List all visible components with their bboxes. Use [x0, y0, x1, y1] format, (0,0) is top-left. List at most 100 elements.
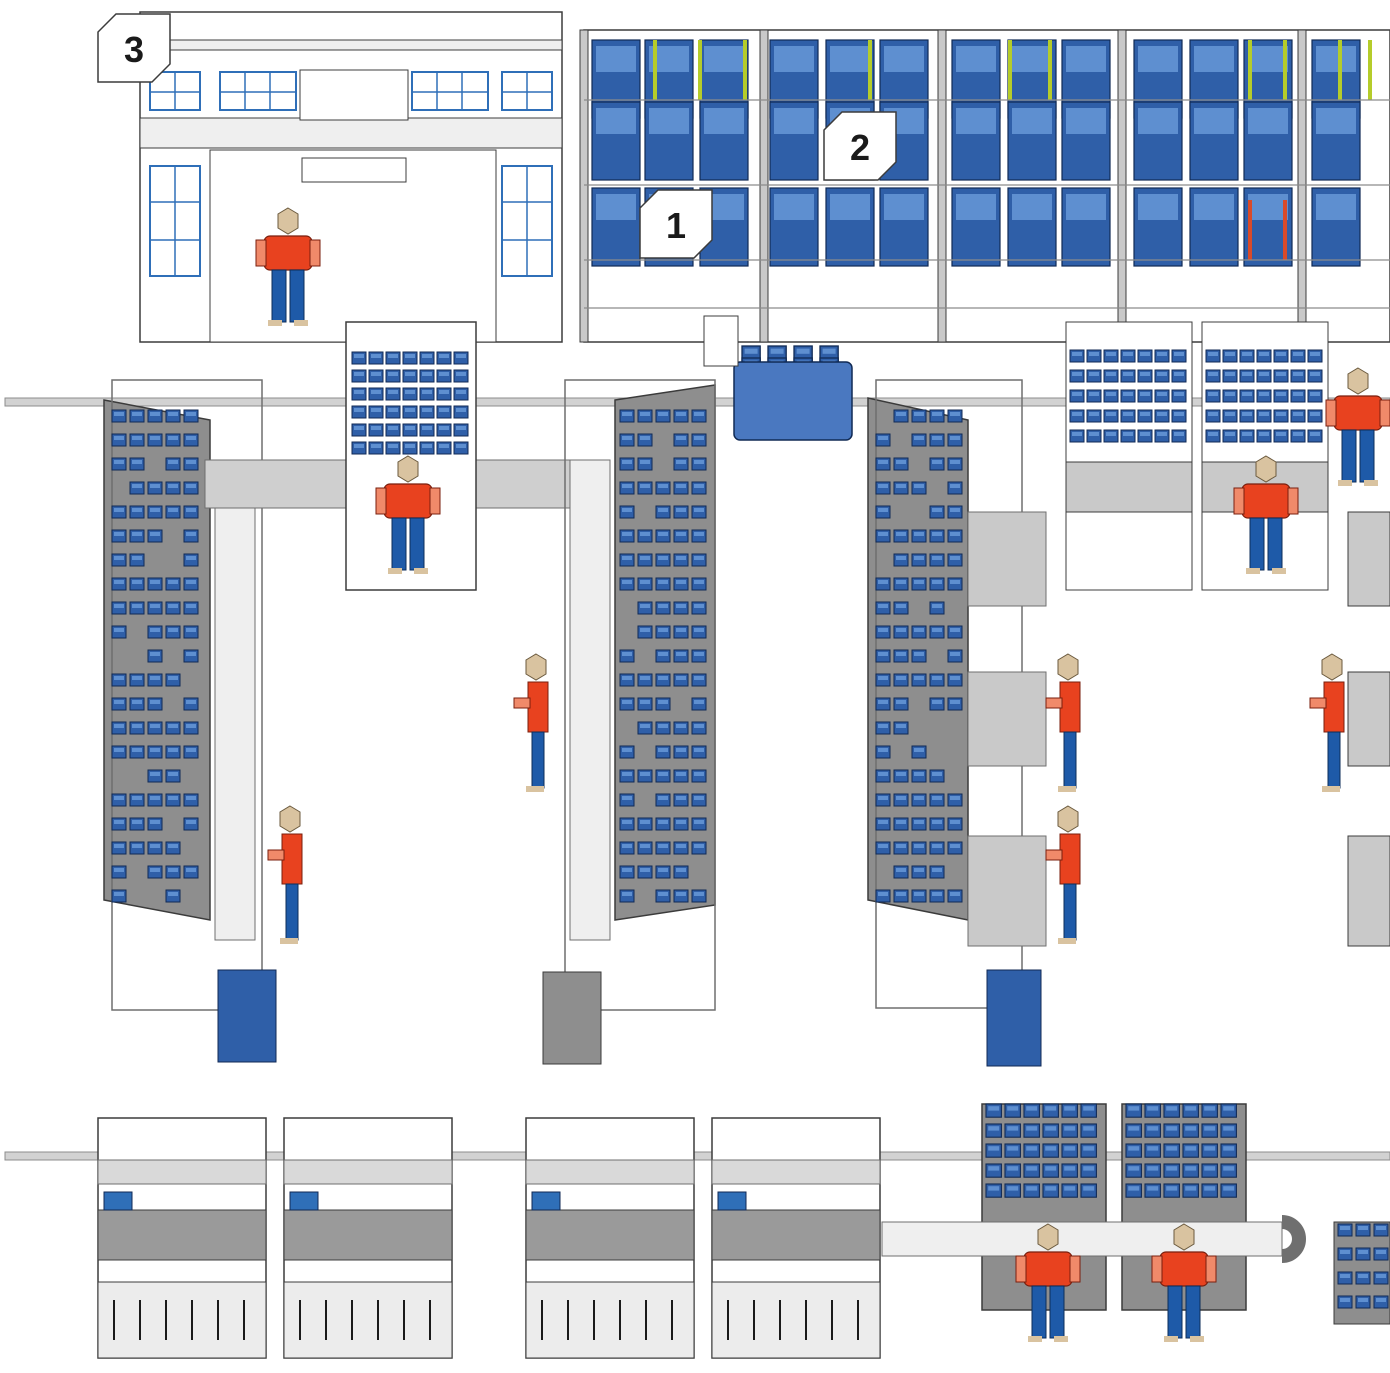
bin [148, 674, 162, 686]
bin [369, 442, 383, 454]
bin [1104, 390, 1118, 402]
bin [166, 626, 180, 638]
bin [1155, 350, 1169, 362]
bin [1338, 1272, 1352, 1284]
bin [1138, 390, 1152, 402]
bin [692, 746, 706, 758]
bin [876, 890, 890, 902]
bin [1126, 1184, 1141, 1197]
bin [912, 890, 926, 902]
bin [166, 746, 180, 758]
bin [674, 674, 688, 686]
bin [1206, 370, 1220, 382]
bin [130, 818, 144, 830]
bin [986, 1184, 1001, 1197]
bin [656, 626, 670, 638]
callout-1-label: 1 [666, 205, 686, 246]
bin [930, 818, 944, 830]
bin [184, 554, 198, 566]
bin [112, 674, 126, 686]
bin [674, 506, 688, 518]
bin [166, 866, 180, 878]
bin [912, 410, 926, 422]
bin [1221, 1144, 1236, 1157]
bin [656, 842, 670, 854]
bin [948, 842, 962, 854]
bin [638, 770, 652, 782]
bin [930, 698, 944, 710]
bin [1155, 390, 1169, 402]
bin [986, 1164, 1001, 1177]
bin [912, 578, 926, 590]
sorting-machine [284, 1118, 452, 1358]
bin [1183, 1184, 1198, 1197]
bin [130, 722, 144, 734]
bin [930, 506, 944, 518]
bin [1043, 1124, 1058, 1137]
bin [130, 578, 144, 590]
bin [437, 442, 451, 454]
bin [930, 530, 944, 542]
bin [656, 866, 670, 878]
bin [454, 406, 468, 418]
middle-picking-station [868, 380, 1046, 1066]
bin [876, 650, 890, 662]
bin [656, 410, 670, 422]
callout-3-label: 3 [124, 29, 144, 70]
bin [1104, 430, 1118, 442]
bin [1121, 430, 1135, 442]
bin [112, 842, 126, 854]
bin [352, 406, 366, 418]
bin [948, 698, 962, 710]
bin [894, 794, 908, 806]
bin [1081, 1124, 1096, 1137]
bin [912, 434, 926, 446]
bin [130, 410, 144, 422]
bin [148, 650, 162, 662]
bin [1274, 350, 1288, 362]
bin [1005, 1164, 1020, 1177]
bin [656, 746, 670, 758]
bin [437, 370, 451, 382]
bin [420, 388, 434, 400]
bin [656, 890, 670, 902]
bin [912, 626, 926, 638]
bin [1070, 410, 1084, 422]
bin [692, 842, 706, 854]
bin [1338, 1296, 1352, 1308]
bin [1206, 390, 1220, 402]
bin [352, 370, 366, 382]
bin [1206, 410, 1220, 422]
bin [386, 370, 400, 382]
bin [130, 482, 144, 494]
bin [912, 674, 926, 686]
bin [674, 650, 688, 662]
bin [130, 506, 144, 518]
bin [437, 352, 451, 364]
bin [876, 602, 890, 614]
bin [437, 406, 451, 418]
bin [454, 352, 468, 364]
bin [184, 434, 198, 446]
bin [1172, 370, 1186, 382]
bin [112, 890, 126, 902]
bin [674, 554, 688, 566]
bin [1274, 370, 1288, 382]
bin [912, 650, 926, 662]
bin [148, 842, 162, 854]
bin [948, 434, 962, 446]
bin [1202, 1124, 1217, 1137]
bin [674, 842, 688, 854]
bin [692, 794, 706, 806]
bin [638, 578, 652, 590]
bin [166, 434, 180, 446]
bin [130, 698, 144, 710]
bin [1138, 370, 1152, 382]
bin [166, 770, 180, 782]
bin [148, 578, 162, 590]
sorting-machine [526, 1118, 694, 1358]
bin [352, 388, 366, 400]
bin [894, 722, 908, 734]
bin [166, 722, 180, 734]
bin [894, 866, 908, 878]
